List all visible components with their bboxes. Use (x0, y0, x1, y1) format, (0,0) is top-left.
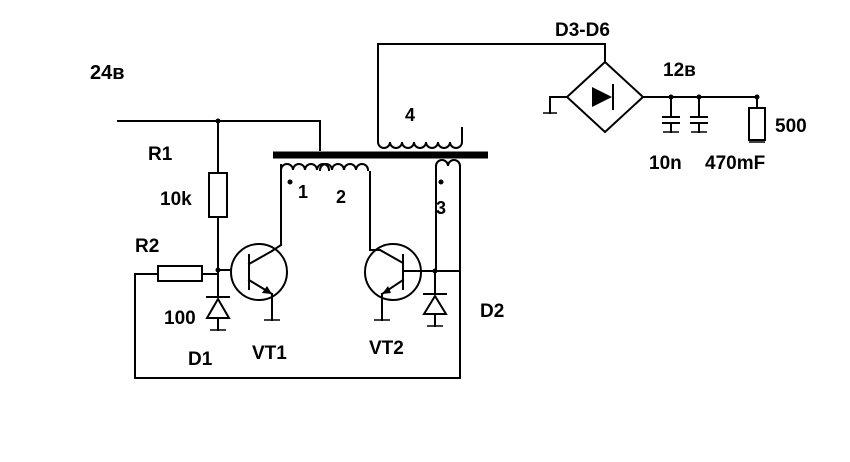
feedback-wire (134, 270, 461, 379)
label-output-voltage: 12в (663, 60, 696, 81)
resistor-r2 (134, 265, 219, 282)
label-winding-3: 3 (436, 198, 446, 218)
resistor-r1 (208, 120, 228, 273)
diode-d1 (205, 269, 231, 331)
label-vt1: VT1 (252, 343, 287, 364)
winding-4 (376, 43, 606, 149)
label-c1: 10n (649, 153, 682, 174)
capacitor-c2 (690, 96, 708, 133)
label-load-resistor: 500 (775, 116, 807, 137)
transistor-vt1 (217, 164, 288, 321)
winding-1 (279, 163, 331, 185)
label-winding-2: 2 (336, 187, 346, 207)
label-d1: D1 (188, 349, 213, 370)
label-winding-4: 4 (405, 105, 415, 125)
capacitor-c1 (662, 96, 680, 133)
output-wire (642, 94, 760, 100)
label-r1: R1 (148, 144, 173, 165)
label-input-voltage: 24в (90, 62, 125, 84)
label-r2-value: 100 (164, 308, 196, 329)
diode-d2 (422, 270, 461, 327)
bridge-rectifier (543, 60, 645, 134)
winding-3 (434, 159, 462, 272)
label-r2: R2 (135, 236, 159, 257)
resistor-load (748, 96, 766, 143)
label-vt2: VT2 (369, 338, 404, 359)
label-bridge: D3-D6 (555, 20, 610, 41)
label-d2: D2 (480, 301, 504, 322)
label-r1-value: 10k (160, 189, 192, 210)
label-winding-1: 1 (298, 182, 308, 202)
winding-2 (318, 163, 370, 172)
label-c2: 470mF (705, 153, 765, 174)
transistor-vt2 (364, 171, 438, 321)
